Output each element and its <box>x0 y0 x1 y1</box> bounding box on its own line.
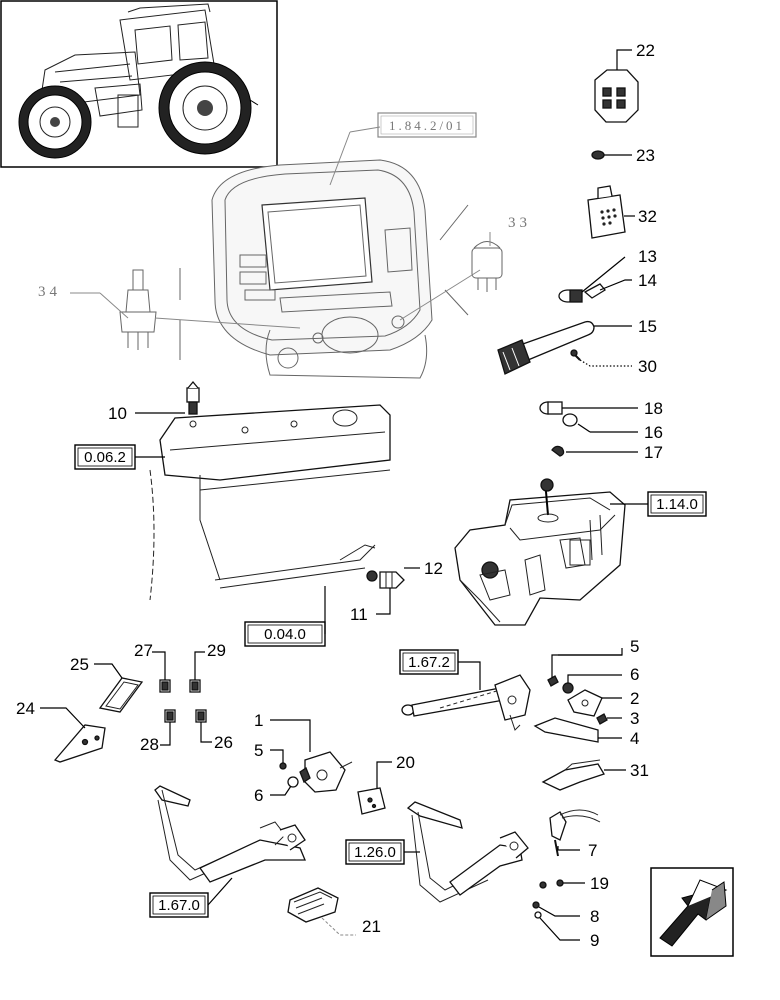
callout-7: 7 <box>588 841 597 860</box>
ref-cab-label: 1.84.2/01 <box>389 118 465 133</box>
part-1-switch[interactable]: 1 5 6 <box>254 711 353 805</box>
ref-tank[interactable]: 1.14.0 <box>610 491 707 517</box>
callout-29: 29 <box>207 641 226 660</box>
part-24-plate[interactable]: 24 <box>16 699 106 763</box>
callout-19: 19 <box>590 874 609 893</box>
part-18-16-17[interactable]: 18 16 17 <box>539 399 663 462</box>
callout-26: 26 <box>214 733 233 752</box>
callout-22: 22 <box>636 41 655 60</box>
engine-drawing <box>149 404 391 601</box>
tractor-thumbnail <box>0 0 278 168</box>
ref-brake-pedal-label: 1.67.0 <box>158 897 200 914</box>
next-page-arrow[interactable] <box>650 867 734 957</box>
ref-brake-pedal[interactable]: 1.67.0 <box>149 877 233 918</box>
callout-24: 24 <box>16 699 35 718</box>
part-15-stalk[interactable]: 15 <box>497 317 657 375</box>
part-22-connector[interactable]: 22 <box>594 41 655 123</box>
part-10-sender[interactable]: 10 <box>108 380 200 423</box>
fuel-tank-drawing <box>454 478 626 626</box>
part-23-plug[interactable]: 23 <box>591 146 655 165</box>
part-32-module[interactable]: 32 <box>587 185 657 239</box>
brake-pedal-drawing <box>154 785 306 883</box>
part-21-module[interactable]: 21 <box>287 887 381 936</box>
part-30-screw[interactable]: 30 <box>570 349 657 376</box>
part-11-12-sensor[interactable]: 12 11 <box>350 559 443 624</box>
callout-2: 2 <box>630 689 639 708</box>
part-7-sensor[interactable]: 7 <box>549 809 601 860</box>
dashboard-drawing <box>179 159 469 379</box>
part-13-14-bulb[interactable]: 13 14 <box>558 247 657 303</box>
callout-11: 11 <box>350 605 368 624</box>
part-27-29-switches[interactable]: 27 29 <box>134 641 226 693</box>
callout-28: 28 <box>140 735 159 754</box>
ref-engine[interactable]: 0.06.2 <box>74 444 165 470</box>
callout-9: 9 <box>590 931 599 950</box>
ref-handbrake[interactable]: 1.67.2 <box>399 649 481 690</box>
part-31-bracket[interactable]: 31 <box>541 759 649 791</box>
callout-23: 23 <box>636 146 655 165</box>
callout-18: 18 <box>644 399 663 418</box>
callout-25: 25 <box>70 655 89 674</box>
ref-engine-lower[interactable]: 0.04.0 <box>244 586 326 647</box>
callout-4: 4 <box>630 729 639 748</box>
ref-handbrake-label: 1.67.2 <box>408 654 450 671</box>
ref-engine-lower-label: 0.04.0 <box>264 626 306 643</box>
callout-13: 13 <box>638 247 657 266</box>
callout-5a: 5 <box>254 741 263 760</box>
callout-15: 15 <box>638 317 657 336</box>
callout-6b: 6 <box>630 665 639 684</box>
part-34-switch[interactable]: 34 <box>38 269 301 350</box>
callout-20: 20 <box>396 753 415 772</box>
callout-8: 8 <box>590 907 599 926</box>
callout-5b: 5 <box>630 637 639 656</box>
handbrake-drawing <box>401 674 531 731</box>
callout-34: 34 <box>38 284 61 300</box>
part-2-switch[interactable]: 5 6 2 3 4 <box>533 637 639 748</box>
callout-30: 30 <box>638 357 657 376</box>
part-33-relay[interactable]: 33 <box>399 215 531 321</box>
part-25-label[interactable]: 25 <box>70 655 144 713</box>
clutch-pedal-drawing <box>406 801 529 903</box>
callout-31: 31 <box>630 761 649 780</box>
callout-16: 16 <box>644 423 663 442</box>
part-20-plate[interactable]: 20 <box>357 753 415 815</box>
ref-cab[interactable]: 1.84.2/01 <box>329 112 477 186</box>
callout-32: 32 <box>638 207 657 226</box>
ref-tank-label: 1.14.0 <box>656 496 698 513</box>
callout-33: 33 <box>508 215 531 231</box>
callout-6a: 6 <box>254 786 263 805</box>
part-19-8-9[interactable]: 19 8 9 <box>532 874 609 950</box>
callout-17: 17 <box>644 443 663 462</box>
part-28-26-switches[interactable]: 28 26 <box>140 709 233 754</box>
ref-engine-label: 0.06.2 <box>84 449 126 466</box>
callout-14: 14 <box>638 271 657 290</box>
callout-10: 10 <box>108 404 127 423</box>
callout-21: 21 <box>362 917 381 936</box>
callout-1: 1 <box>254 711 263 730</box>
ref-clutch-pedal-label: 1.26.0 <box>354 844 396 861</box>
ref-clutch-pedal[interactable]: 1.26.0 <box>345 839 420 865</box>
callout-3: 3 <box>630 709 639 728</box>
callout-12: 12 <box>424 559 443 578</box>
callout-27: 27 <box>134 641 153 660</box>
